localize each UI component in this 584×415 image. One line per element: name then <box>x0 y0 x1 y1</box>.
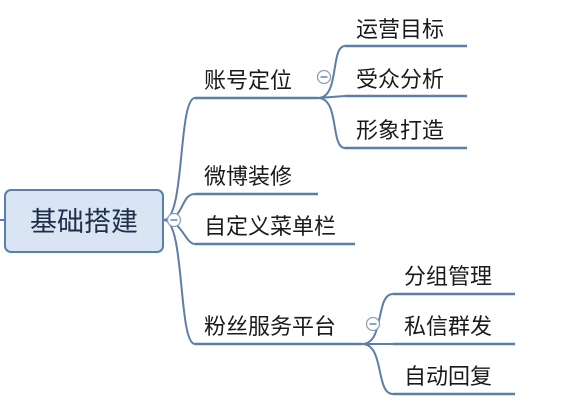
connector-branch1-child-3 <box>317 97 346 149</box>
branch-label-4[interactable]: 粉丝服务平台 <box>204 315 336 340</box>
child-label-b1-2[interactable]: 受众分析 <box>356 68 444 93</box>
branch-label-1[interactable]: 账号定位 <box>204 69 292 94</box>
child-label-b1-1[interactable]: 运营目标 <box>356 18 444 43</box>
connector-branch1-child-1 <box>317 45 346 99</box>
connector-branch4-child-1 <box>361 293 394 345</box>
branch-label-3[interactable]: 自定义菜单栏 <box>204 215 336 240</box>
branch-label-2[interactable]: 微博装修 <box>204 165 292 190</box>
child-label-b4-2[interactable]: 私信群发 <box>404 315 492 340</box>
root-node-box <box>4 189 164 253</box>
underlines <box>195 44 515 396</box>
child-label-b4-3[interactable]: 自动回复 <box>404 365 492 390</box>
child-label-b4-1[interactable]: 分组管理 <box>404 265 492 290</box>
connector-root-branch-4 <box>163 219 196 345</box>
collapse-toggle-branch-4[interactable] <box>365 316 381 332</box>
root-node[interactable]: 基础搭建 <box>4 189 164 253</box>
collapse-toggle-root[interactable] <box>166 212 182 228</box>
child-label-b1-3[interactable]: 形象打造 <box>356 119 444 144</box>
connector-branch1-child-2 <box>317 95 346 99</box>
connector-root-branch-1 <box>163 97 196 221</box>
root-node-label: 基础搭建 <box>30 207 138 238</box>
collapse-toggle-branch-1[interactable] <box>316 69 332 85</box>
connector-branch4-child-3 <box>361 343 394 395</box>
